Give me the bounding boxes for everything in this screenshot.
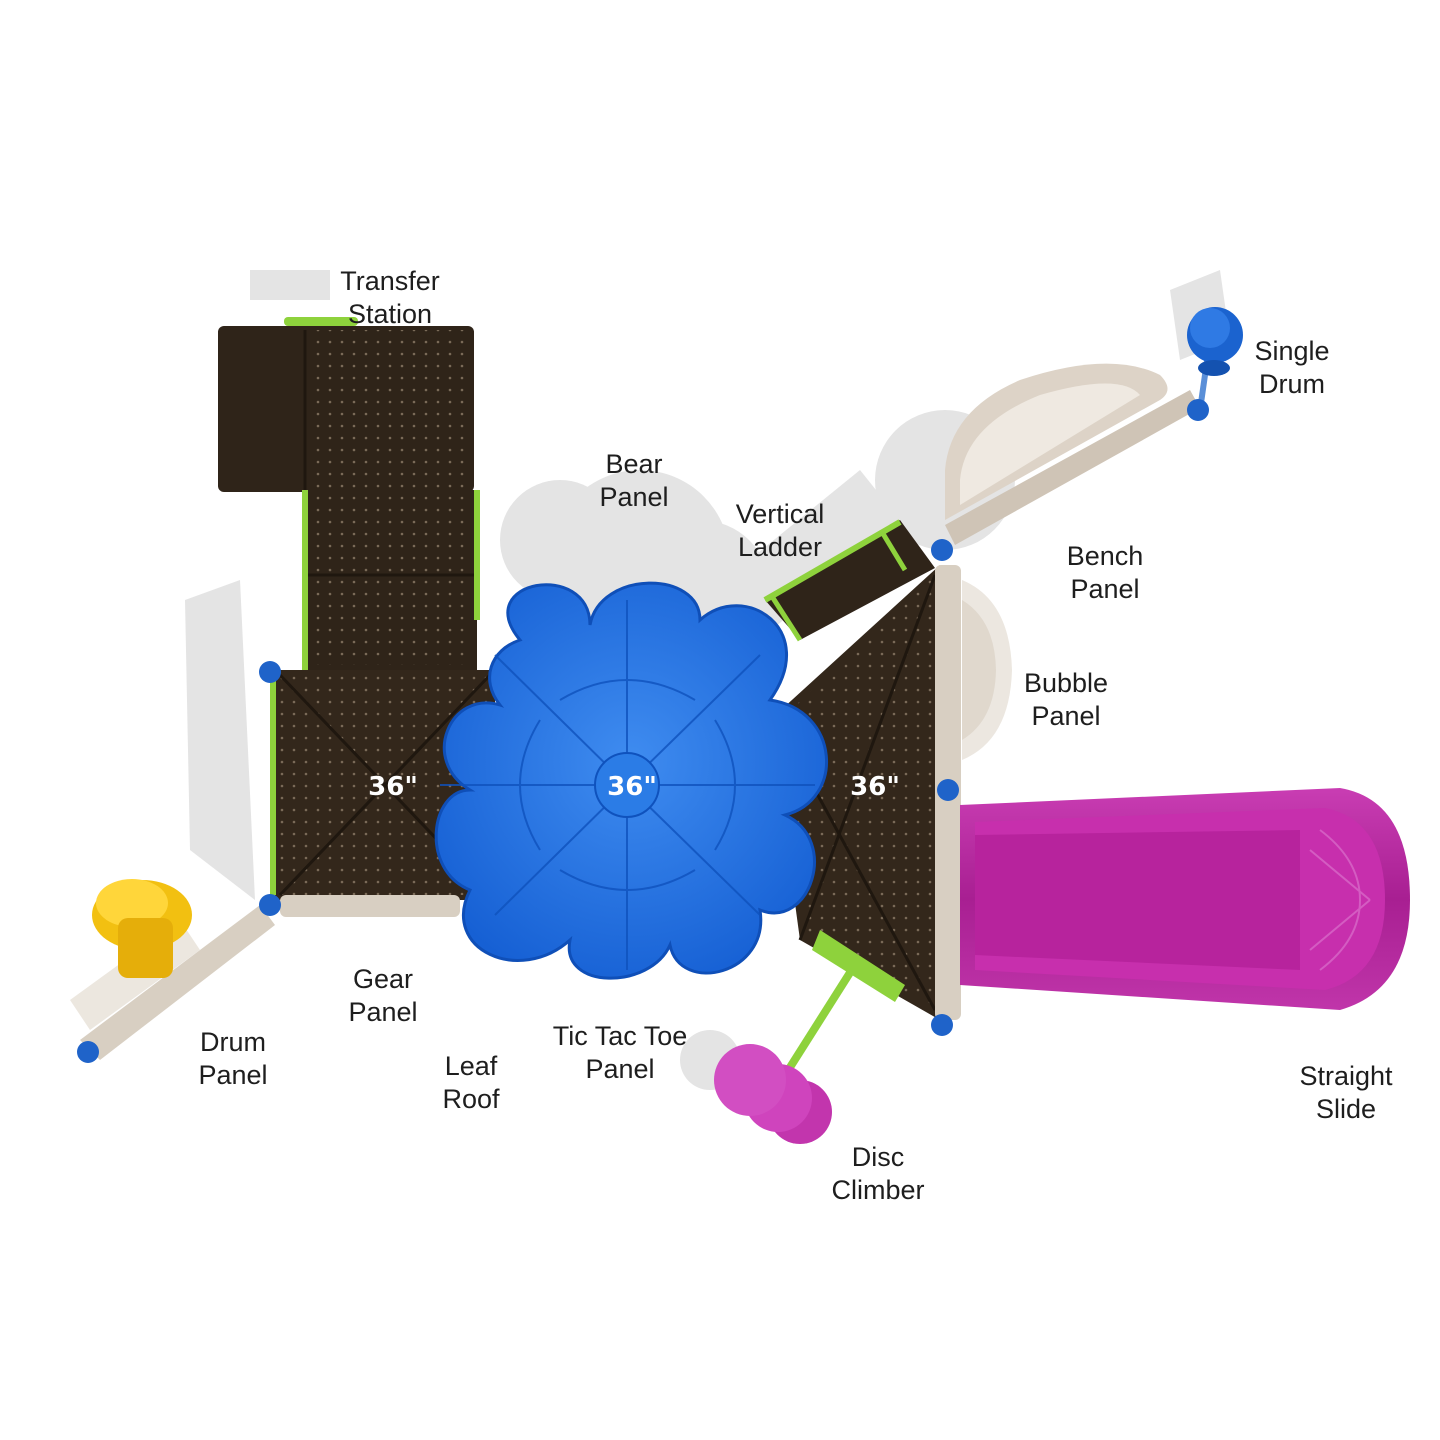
bench-panel [945, 363, 1200, 545]
vertical-ladder [763, 519, 935, 642]
right-deck-height: 36" [850, 772, 900, 802]
center-deck-height: 36" [607, 772, 657, 802]
single-drum [1187, 307, 1243, 411]
transfer-steps [302, 490, 480, 670]
transfer-shadow [250, 270, 330, 300]
gear-panel [280, 895, 460, 917]
drum-panel-assembly [70, 879, 275, 1060]
transfer-station [218, 317, 474, 492]
leaf-roof [434, 581, 829, 980]
straight-slide [960, 788, 1410, 1010]
ladder-shadow [700, 470, 900, 640]
left-deck-height: 36" [368, 772, 418, 802]
disc-climber [714, 930, 905, 1144]
bubble-panel [962, 580, 1012, 760]
clamps [77, 399, 1209, 1063]
